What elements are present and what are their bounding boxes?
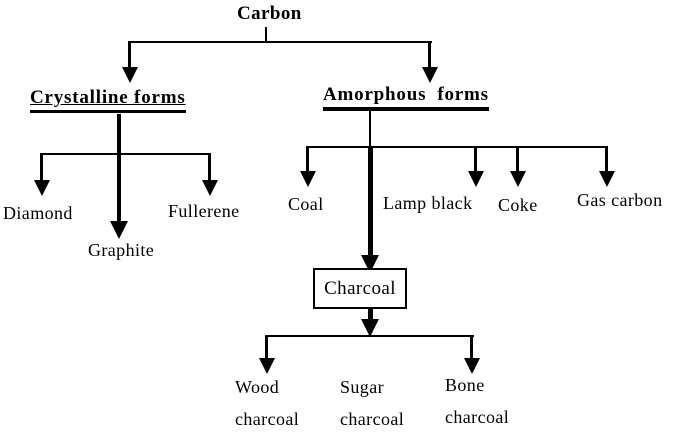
- edge-to-diamond: [40, 153, 43, 181]
- arrowhead-to-graphite: [110, 221, 128, 239]
- arrowhead-to-crystalline: [122, 67, 138, 83]
- node-wood-charcoal: Wood charcoal: [235, 377, 300, 429]
- node-charcoal-box: Charcoal: [313, 268, 407, 309]
- node-amorphous-forms: Amorphous forms: [323, 84, 489, 111]
- edge-amorphous-stem: [369, 111, 371, 148]
- edge-to-crystalline: [128, 41, 131, 68]
- arrowhead-to-bone-charcoal: [464, 358, 480, 374]
- edge-charcoal-stem: [368, 309, 373, 322]
- node-sugar-charcoal: Sugar charcoal: [340, 377, 405, 429]
- arrowhead-to-coal: [300, 171, 316, 187]
- edge-to-amorphous: [428, 41, 431, 68]
- node-graphite: Graphite: [88, 240, 155, 260]
- arrowhead-to-lamp-black: [468, 171, 484, 187]
- node-gas-carbon: Gas carbon: [577, 190, 663, 210]
- edge-to-bone-charcoal: [470, 335, 473, 359]
- arrowhead-to-fullerene: [202, 180, 218, 196]
- node-fullerene: Fullerene: [168, 201, 240, 221]
- arrowhead-to-coke: [510, 171, 526, 187]
- edge-to-gas-carbon: [605, 146, 608, 172]
- node-bone-charcoal: Bone charcoal: [445, 375, 510, 427]
- arrowhead-to-amorphous: [422, 67, 438, 83]
- edge-to-charcoal: [368, 146, 373, 256]
- edge-to-fullerene: [208, 153, 211, 181]
- edge-crystalline-center: [117, 114, 121, 223]
- node-crystalline-forms: Crystalline forms: [30, 87, 186, 113]
- arrowhead-charcoal-split: [361, 319, 379, 337]
- node-lamp-black: Lamp black: [383, 193, 473, 213]
- edge-carbon-stem: [265, 27, 267, 42]
- node-charcoal-label: Charcoal: [324, 277, 396, 299]
- node-carbon: Carbon: [237, 3, 302, 24]
- edge-top-split-bar: [129, 41, 432, 43]
- edge-to-lamp-black: [474, 146, 477, 172]
- node-coal: Coal: [288, 194, 324, 214]
- arrowhead-to-wood-charcoal: [259, 358, 275, 374]
- edge-to-wood-charcoal: [265, 335, 268, 359]
- node-coke: Coke: [498, 195, 538, 215]
- arrowhead-to-diamond: [34, 180, 50, 196]
- node-diamond: Diamond: [3, 203, 73, 223]
- edge-to-coal: [306, 146, 309, 172]
- edge-to-coke: [516, 146, 519, 172]
- edge-crystalline-bar: [41, 153, 211, 155]
- edge-charcoal-bar: [266, 335, 474, 337]
- arrowhead-to-gas-carbon: [599, 171, 615, 187]
- edge-amorphous-bar: [307, 146, 608, 148]
